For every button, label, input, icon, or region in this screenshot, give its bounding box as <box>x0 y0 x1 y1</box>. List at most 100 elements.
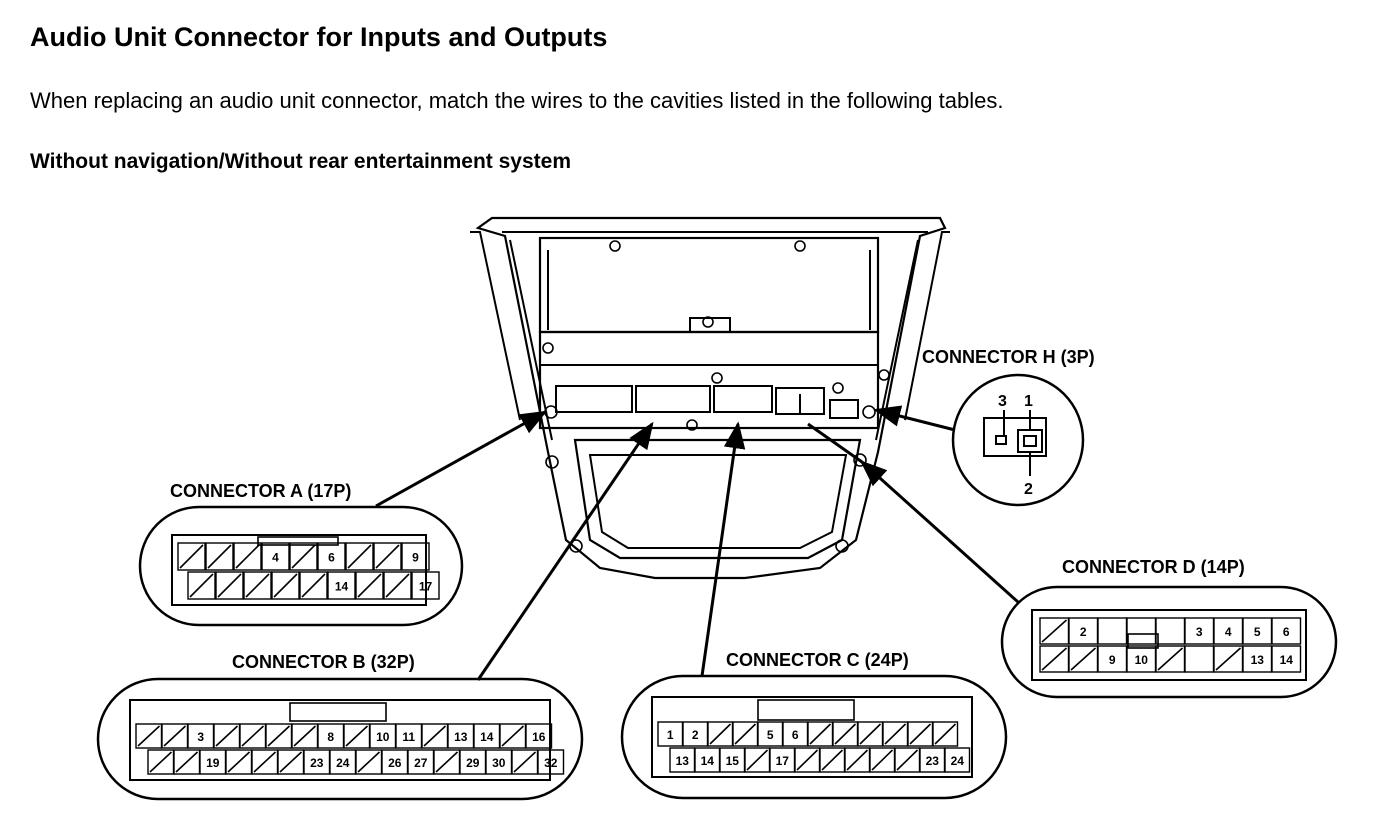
connector-c-callout <box>620 674 1008 800</box>
connector-b-housing <box>129 699 551 781</box>
connector-b-pin-24: 24 <box>336 756 350 770</box>
connector-b-pin-3: 3 <box>197 730 204 744</box>
connector-c-unused-slash <box>809 723 832 745</box>
connector-a-cavity <box>187 571 216 600</box>
connector-c-unused-slash <box>909 723 932 745</box>
connector-b-pin-16: 16 <box>532 730 546 744</box>
connector-d-pin-14: 14 <box>1280 653 1294 667</box>
connector-d-pin-6: 6 <box>1283 625 1290 639</box>
connector-d-cavity <box>1155 617 1186 645</box>
connector-h-label: CONNECTOR H (3P) <box>922 347 1095 367</box>
connector-c-unused-slash <box>834 723 857 745</box>
connector-d-pin-4: 4 <box>1225 625 1232 639</box>
connector-d-callout <box>1000 585 1338 699</box>
connector-b-unused-slash <box>345 725 369 747</box>
connector-a-unused-slash <box>245 573 270 598</box>
connector-c-pin-24: 24 <box>951 754 965 768</box>
connector-c-unused-slash <box>709 723 732 745</box>
connector-a-cavity <box>261 542 290 571</box>
connector-b-unused-slash <box>227 751 251 773</box>
connector-h-face <box>983 410 1047 476</box>
connector-c-unused-slash <box>859 723 882 745</box>
connector-c-label: CONNECTOR C (24P) <box>726 650 909 670</box>
connector-a-unused-slash <box>301 573 326 598</box>
connector-c-unused-slash <box>871 749 894 771</box>
connector-c-pin-5: 5 <box>767 728 774 742</box>
connector-a-unused-slash <box>189 573 214 598</box>
connector-a-cavity <box>317 542 346 571</box>
section-subheading: Without navigation/Without rear entertai… <box>30 150 572 173</box>
connector-b-pin-19: 19 <box>206 756 220 770</box>
connector-c-unused-slash <box>896 749 919 771</box>
connector-d-cavity <box>1271 617 1302 645</box>
connector-d-unused-slash <box>1070 647 1097 671</box>
connector-b-callout <box>96 677 584 801</box>
connector-d-unused-slash <box>1041 647 1068 671</box>
connector-h-pin-1: 1 <box>1024 393 1033 410</box>
connector-a-label: CONNECTOR A (17P) <box>170 481 352 501</box>
connector-c-unused-slash <box>796 749 819 771</box>
connector-d-cavity <box>1126 617 1157 645</box>
connector-b-unused-slash <box>253 751 277 773</box>
connector-c-pin-17: 17 <box>776 754 790 768</box>
connector-a-cavity <box>401 542 430 571</box>
connector-a-cavity <box>243 571 272 600</box>
connector-d-pin-3: 3 <box>1196 625 1203 639</box>
connector-d-pin-13: 13 <box>1251 653 1265 667</box>
connector-b-pin-30: 30 <box>492 756 506 770</box>
connector-b-cavity <box>525 723 553 749</box>
connector-a-cavity <box>289 542 318 571</box>
connector-a-cavity <box>233 542 262 571</box>
connector-b-pin-23: 23 <box>310 756 324 770</box>
connector-d-pin-2: 2 <box>1080 625 1087 639</box>
connector-b-pin-27: 27 <box>414 756 428 770</box>
arrow-connector-d-2 <box>807 422 863 464</box>
connector-b-unused-slash <box>215 725 239 747</box>
intro-text: When replacing an audio unit connector, … <box>30 88 1004 113</box>
connector-b-unused-slash <box>435 751 459 773</box>
connector-b-pin-14: 14 <box>480 730 494 744</box>
connector-a-unused-slash <box>207 544 232 569</box>
connector-b-label: CONNECTOR B (32P) <box>232 652 415 672</box>
connector-c-pin-6: 6 <box>792 728 799 742</box>
connector-d-housing <box>1031 609 1307 681</box>
connector-b-pin-8: 8 <box>327 730 334 744</box>
connector-b-unused-slash <box>137 725 161 747</box>
arrow-connector-c <box>700 421 746 677</box>
connector-a-pin-17: 17 <box>419 580 433 594</box>
connector-d-label: CONNECTOR D (14P) <box>1062 557 1245 577</box>
connector-d-cavity <box>1271 645 1302 673</box>
connector-a-unused-slash <box>385 573 410 598</box>
connector-a-cavity <box>215 571 244 600</box>
connector-d-cavity <box>1184 645 1215 673</box>
connector-c-unused-slash <box>821 749 844 771</box>
connector-c-housing <box>651 696 973 778</box>
connector-a-cavity <box>299 571 328 600</box>
connector-b-cavity <box>537 749 565 775</box>
connector-b-unused-slash <box>513 751 537 773</box>
connector-b-unused-slash <box>423 725 447 747</box>
connector-a-cavity <box>383 571 412 600</box>
connector-c-unused-slash <box>934 723 957 745</box>
connector-d-cavity <box>1097 617 1128 645</box>
arrow-connector-d-1 <box>859 460 1020 604</box>
connector-a-pin-4: 4 <box>272 551 279 565</box>
connector-b-pin-13: 13 <box>454 730 468 744</box>
connector-b-unused-slash <box>357 751 381 773</box>
connector-c-pin-2: 2 <box>692 728 699 742</box>
connector-a-cavity <box>205 542 234 571</box>
connector-b-unused-slash <box>267 725 291 747</box>
connector-b-unused-slash <box>149 751 173 773</box>
connector-d-pin-10: 10 <box>1135 653 1149 667</box>
connector-h-callout <box>951 373 1085 507</box>
connector-d-unused-slash <box>1215 647 1242 671</box>
connector-b-unused-slash <box>163 725 187 747</box>
connector-a-pin-9: 9 <box>412 551 419 565</box>
connector-b-pin-11: 11 <box>402 730 415 744</box>
connector-a-unused-slash <box>291 544 316 569</box>
